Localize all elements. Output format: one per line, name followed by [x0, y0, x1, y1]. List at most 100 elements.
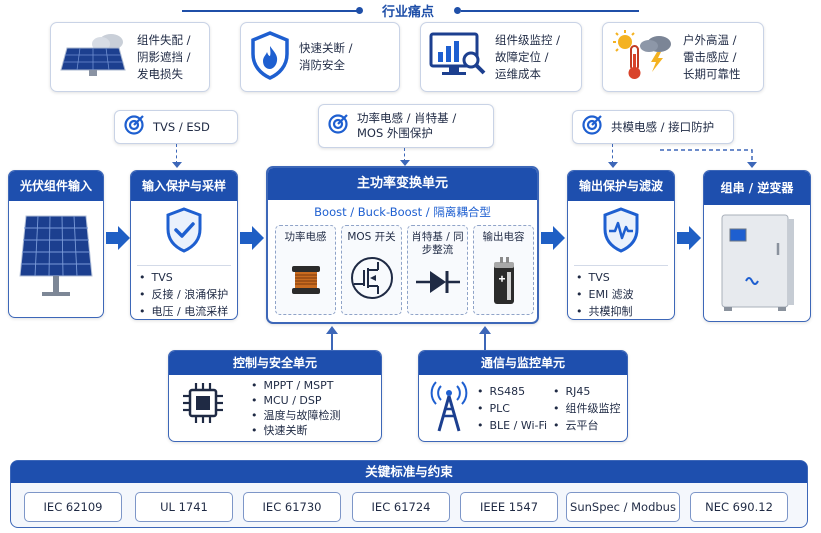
- arrow-down-head: [172, 162, 182, 168]
- list-item: 共模抑制: [576, 303, 674, 319]
- arrow-down-head: [608, 162, 618, 168]
- output-protection-module: 输出保护与滤波 TVS EMI 滤波 共模抑制: [567, 170, 675, 320]
- module-title: 光伏组件输入: [9, 171, 103, 201]
- module-title: 输出保护与滤波: [568, 171, 674, 201]
- list-item: 电压 / 电流采样: [139, 303, 237, 319]
- list-item: BLE / Wi-Fi: [477, 417, 548, 434]
- list-item: MPPT / MSPT: [251, 378, 341, 393]
- flow-arrow: [240, 232, 252, 244]
- list-item: TVS: [139, 269, 237, 286]
- diode-icon: [415, 267, 460, 301]
- chip-icon: [181, 381, 225, 429]
- fire-shield-icon: [249, 30, 291, 84]
- page-title: 行业痛点: [381, 5, 434, 20]
- capacitor-icon: [491, 256, 517, 312]
- check-shield-icon: [164, 207, 204, 257]
- connector-up: [484, 334, 486, 350]
- title-line-right: [461, 10, 639, 12]
- list-item: 云平台: [553, 417, 621, 434]
- tag-power-inductor: 功率电感 / 肖特基 / MOS 外围保护: [318, 104, 494, 148]
- pain-line: 户外高温 /: [683, 32, 737, 47]
- dashed-connector-branch: [660, 149, 757, 168]
- pain-card-monitoring: 组件级监控 / 故障定位 / 运维成本: [420, 22, 582, 92]
- pain-line: 雷击感应 /: [683, 49, 737, 64]
- flow-arrow: [541, 232, 553, 244]
- flow-arrow-head: [689, 226, 701, 250]
- tag-text: 功率电感 / 肖特基 /: [357, 111, 457, 125]
- part-label: 功率电感: [284, 231, 327, 243]
- target-icon: [123, 114, 145, 140]
- input-protection-module: 输入保护与采样 TVS 反接 / 浪涌保护 电压 / 电流采样: [130, 170, 238, 320]
- flow-arrow-head: [553, 226, 565, 250]
- module-title: 主功率变换单元: [268, 168, 537, 200]
- part-output-capacitor: 输出电容: [473, 225, 534, 315]
- standard-item: SunSpec / Modbus: [566, 492, 680, 522]
- list-item: TVS: [576, 269, 674, 286]
- standard-item: IEC 61724: [352, 492, 450, 522]
- list-item: EMI 滤波: [576, 286, 674, 303]
- standard-item: IEC 62109: [24, 492, 122, 522]
- pain-line: 运维成本: [495, 66, 541, 81]
- flow-arrow-head: [118, 226, 130, 250]
- tag-cm-inductor: 共模电感 / 接口防护: [572, 110, 734, 144]
- arrow-up-head: [479, 326, 491, 334]
- module-subtitle: Boost / Buck-Boost / 隔离耦合型: [314, 205, 491, 219]
- pain-card-mismatch: 组件失配 / 阴影遮挡 / 发电损失: [50, 22, 210, 92]
- list-item: RS485: [477, 383, 547, 400]
- flow-arrow-head: [252, 226, 264, 250]
- title-dot-right: [454, 7, 461, 14]
- pain-line: 故障定位 /: [495, 49, 549, 64]
- dashed-connector: [404, 148, 405, 162]
- antenna-icon: [429, 381, 469, 437]
- flow-arrow: [677, 232, 689, 244]
- weather-thermometer-icon: [611, 28, 675, 86]
- standard-item: NEC 690.12: [690, 492, 788, 522]
- title-dot-left: [356, 7, 363, 14]
- pain-line: 组件级监控 /: [495, 32, 561, 47]
- pain-line: 长期可靠性: [683, 66, 741, 81]
- list-item: 反接 / 浪涌保护: [139, 286, 237, 303]
- part-power-inductor: 功率电感: [275, 225, 336, 315]
- tag-text: 共模电感 / 接口防护: [611, 119, 715, 134]
- part-schottky: 肖特基 / 同步整流: [407, 225, 468, 315]
- target-icon: [327, 113, 349, 139]
- standard-item: IEC 61730: [243, 492, 341, 522]
- part-label: 肖特基 / 同步整流: [411, 231, 464, 256]
- dashed-connector: [612, 144, 613, 164]
- standard-item: IEEE 1547: [460, 492, 558, 522]
- part-label: 输出电容: [482, 231, 525, 243]
- module-title: 控制与安全单元: [169, 351, 381, 375]
- list-item: 快速关断: [251, 423, 341, 438]
- tag-text: TVS / ESD: [153, 119, 210, 134]
- pain-line: 快速关断 /: [299, 41, 353, 55]
- pain-card-weather: 户外高温 / 雷击感应 / 长期可靠性: [602, 22, 764, 92]
- tag-tvs-esd: TVS / ESD: [114, 110, 238, 144]
- solar-panel-icon: [16, 211, 96, 310]
- list-item: RJ45: [553, 383, 621, 400]
- standards-title: 关键标准与约束: [11, 461, 807, 483]
- pulse-shield-icon: [601, 207, 641, 257]
- inverter-cabinet-icon: [718, 213, 796, 317]
- module-title: 组串 / 逆变器: [704, 171, 810, 205]
- list-item: MCU / DSP: [251, 393, 341, 408]
- part-mos-switch: MOS 开关: [341, 225, 402, 315]
- connector-up: [331, 334, 333, 350]
- arrow-up-head: [326, 326, 338, 334]
- pv-input-module: 光伏组件输入: [8, 170, 104, 318]
- arrow-down-head: [400, 160, 410, 166]
- module-title: 通信与监控单元: [419, 351, 627, 375]
- dashed-connector: [176, 144, 177, 164]
- pain-line: 阴影遮挡 /: [137, 49, 191, 64]
- inductor-icon: [286, 260, 326, 304]
- standard-item: UL 1741: [135, 492, 233, 522]
- tag-text: MOS 外围保护: [357, 126, 433, 140]
- inverter-module: 组串 / 逆变器: [703, 170, 811, 322]
- list-item: 温度与故障检测: [251, 408, 341, 423]
- monitor-chart-icon: [429, 30, 487, 84]
- pain-line: 组件失配 /: [137, 32, 191, 47]
- flow-arrow: [106, 232, 118, 244]
- pain-card-fire-safety: 快速关断 / 消防安全: [240, 22, 400, 92]
- list-item: PLC: [477, 400, 547, 417]
- pain-line: 消防安全: [299, 58, 345, 72]
- list-item: 组件级监控: [553, 400, 621, 417]
